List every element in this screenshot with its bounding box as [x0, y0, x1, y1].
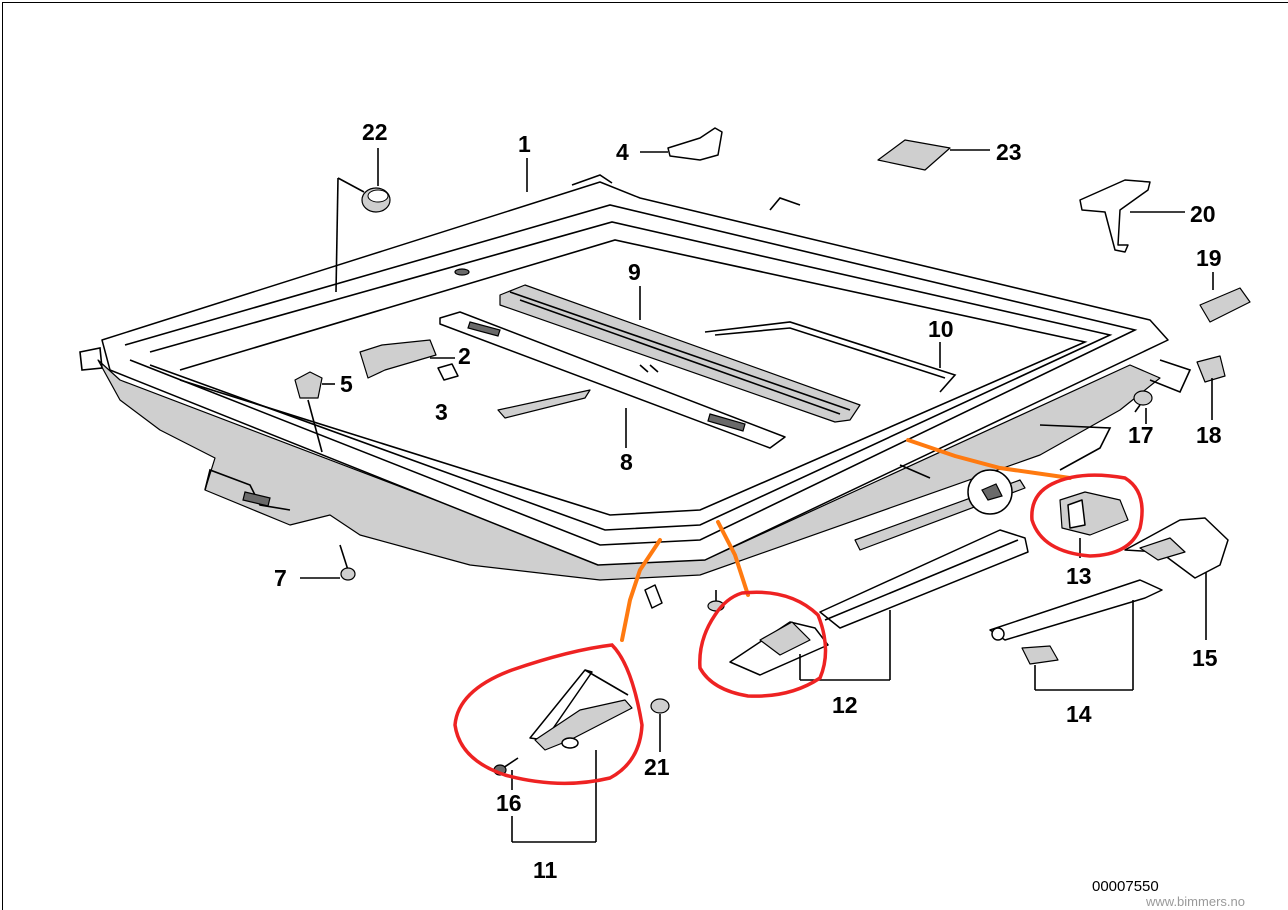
label-1: 1 [518, 131, 531, 157]
orange-annotation-lines [620, 438, 1072, 642]
bracket-20 [1079, 179, 1151, 253]
guide-rail [439, 311, 786, 449]
label-21: 21 [644, 754, 670, 780]
label-19: 19 [1196, 245, 1222, 271]
label-9: 9 [628, 259, 641, 285]
clip-19 [1199, 287, 1251, 323]
label-8: 8 [620, 449, 633, 475]
red-annotation-circles [453, 473, 1144, 786]
label-18: 18 [1196, 422, 1222, 448]
label-23: 23 [996, 139, 1022, 165]
detail-view [967, 469, 1013, 515]
label-22: 22 [362, 119, 388, 145]
slot-trim [497, 389, 591, 419]
label-16: 16 [496, 790, 522, 816]
label-11: 11 [533, 857, 558, 883]
bracket-13 [1059, 491, 1129, 536]
label-14: 14 [1066, 701, 1092, 727]
pin [644, 584, 663, 609]
part-labels: 22 1 4 23 20 19 9 10 2 5 3 17 18 8 13 7 … [274, 119, 1222, 883]
housing-15-detail [1139, 537, 1186, 561]
clip-5 [294, 371, 323, 399]
link-assembly-11 [529, 669, 633, 751]
clip-18 [1196, 355, 1226, 383]
sunroof-frame [79, 174, 1192, 581]
label-12: 12 [832, 692, 858, 718]
slider-block-2 [359, 339, 437, 379]
sliding-panel [704, 321, 1112, 471]
plug-22 [361, 187, 391, 213]
label-17: 17 [1128, 422, 1154, 448]
label-4: 4 [616, 139, 629, 165]
label-7: 7 [274, 565, 287, 591]
leader-lines [300, 148, 1214, 843]
bracket-4 [667, 127, 723, 161]
label-13: 13 [1066, 563, 1092, 589]
watermark: www.bimmers.no [1145, 894, 1245, 909]
label-5: 5 [340, 371, 353, 397]
screw-7 [339, 544, 356, 581]
label-3: 3 [435, 399, 448, 425]
screw-17 [1133, 390, 1153, 413]
diagram-code: 00007550 [1092, 878, 1159, 895]
pad-23 [877, 139, 951, 171]
bolt-21 [650, 698, 670, 714]
slide-assembly-12 [729, 529, 1029, 676]
label-20: 20 [1190, 201, 1216, 227]
label-2: 2 [458, 343, 471, 369]
lever-14 [989, 579, 1163, 665]
rear-cross-member [499, 284, 861, 423]
label-15: 15 [1192, 645, 1218, 671]
label-10: 10 [928, 316, 954, 342]
screw-3 [437, 363, 459, 381]
